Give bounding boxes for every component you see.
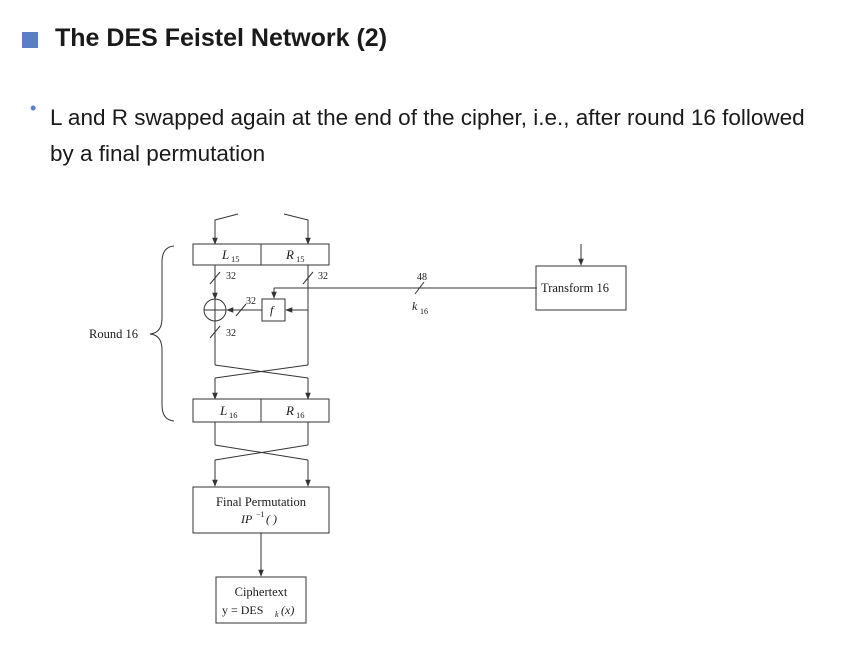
r16-label: R [285,403,294,418]
r15-label: R [285,247,294,262]
final-permutation-label: Final Permutation [216,495,307,509]
f-function-box [261,298,286,322]
key-label: k [412,299,418,313]
bullet-dot: • [30,98,37,118]
l15-label: L [221,247,229,262]
final-permutation-ip: IP [240,512,253,526]
width-left-top: 32 [226,271,236,282]
width-right-top: 32 [318,271,328,282]
width-left-bottom: 32 [226,328,236,339]
final-permutation-sup: −1 [256,510,265,519]
transform16-label: Transform 16 [541,281,609,295]
incoming-right-line [283,213,311,245]
ciphertext-label: Ciphertext [235,585,288,599]
round16-label: Round 16 [89,327,138,341]
l15-subscript: 15 [231,254,240,264]
f-label: f [270,303,275,317]
ciphertext-box [215,576,307,624]
key-subscript: 16 [420,307,428,316]
width-to-xor: 32 [246,296,256,307]
ciphertext-arg: (x) [281,603,294,617]
l16-subscript: 16 [229,410,238,420]
slide-title: The DES Feistel Network (2) [55,24,388,52]
transform16-box [535,265,627,311]
round16-brace [149,245,175,422]
bullet-text: L and R swapped again at the end of the … [50,105,805,166]
title-bullet-square [22,32,38,48]
ciphertext-formula: y = DES [222,603,263,617]
incoming-left-line [212,213,239,245]
key-width: 48 [417,272,427,283]
l16-label: L [219,403,227,418]
r16-subscript: 16 [296,410,305,420]
r15-subscript: 15 [296,254,305,264]
final-permutation-arg: ( ) [266,512,277,526]
ciphertext-subscript: k [275,610,279,619]
